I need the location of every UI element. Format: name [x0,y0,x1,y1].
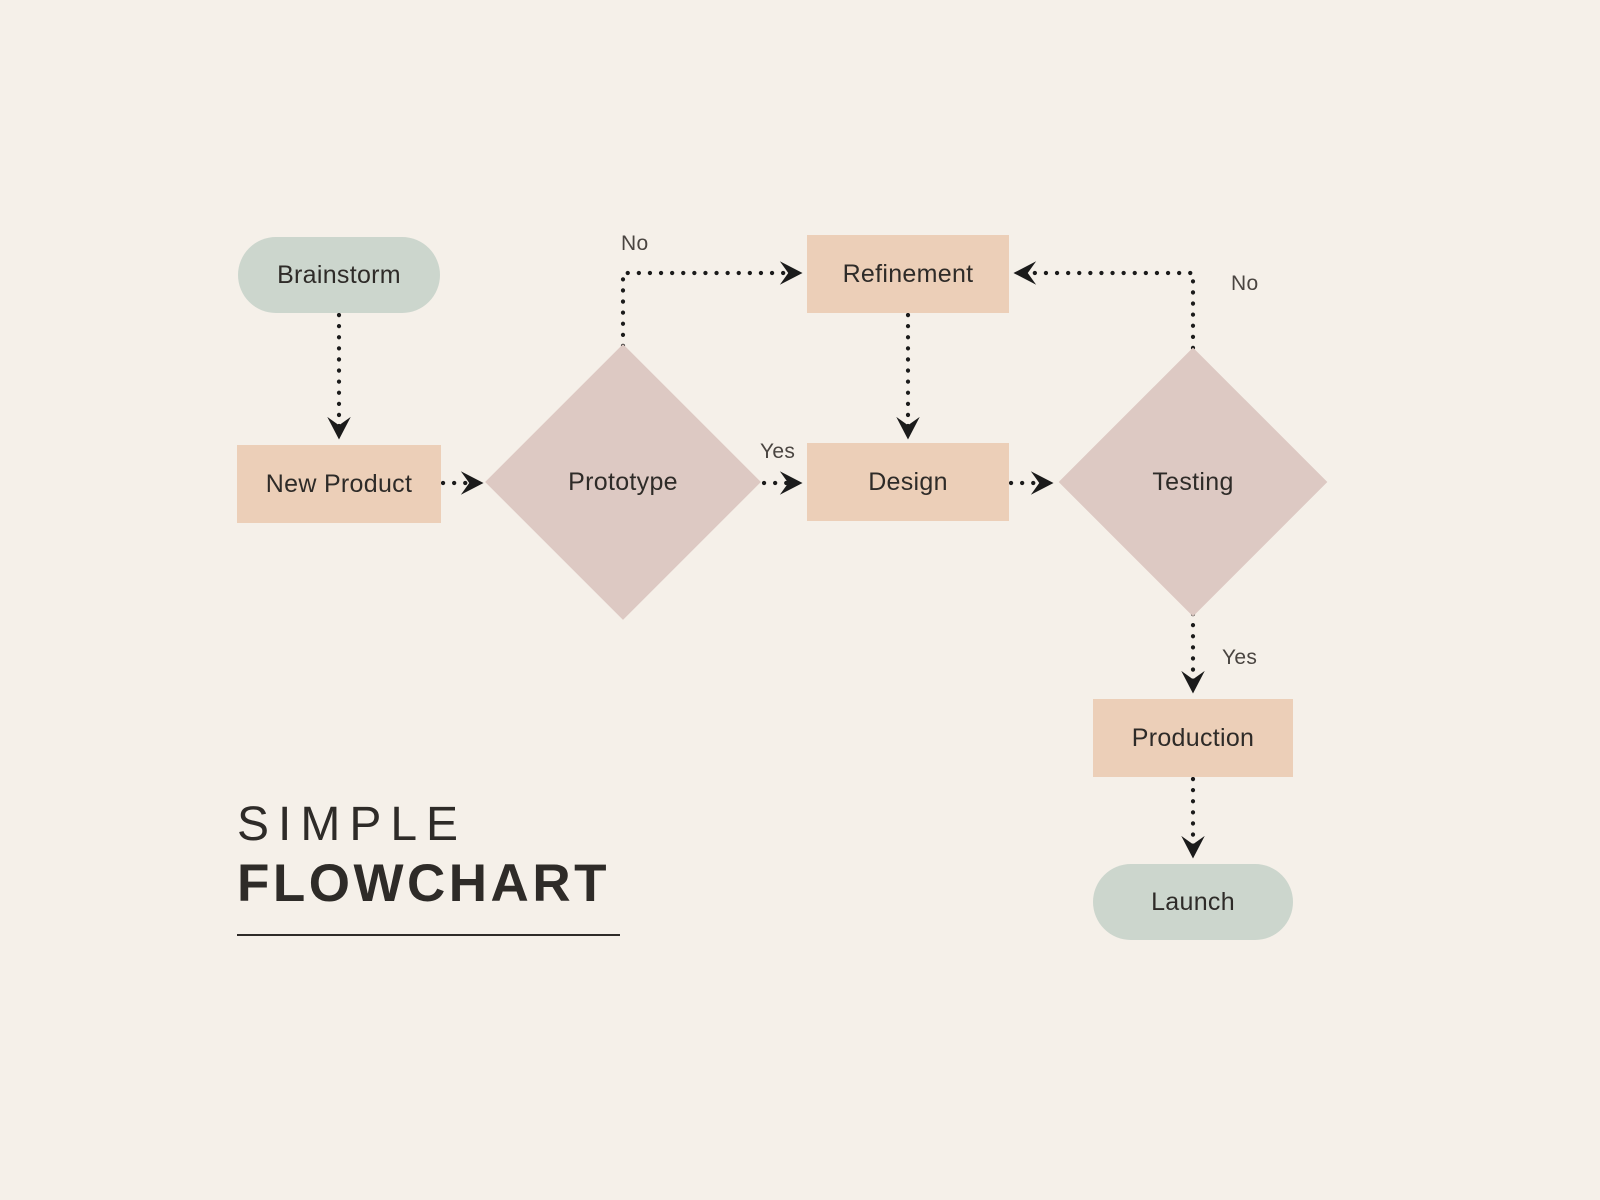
title-underline [237,934,620,937]
title-block: SIMPLE FLOWCHART [237,798,667,937]
node-new-product[interactable]: New Product [237,445,441,523]
node-prototype[interactable]: Prototype [485,344,761,620]
edge-label-prototype-no: No [621,232,649,255]
node-label-testing: Testing [1152,467,1234,496]
node-design[interactable]: Design [807,443,1009,521]
node-label-design: Design [868,467,948,496]
edge-label-testing-yes: Yes [1222,646,1258,669]
node-production[interactable]: Production [1093,699,1293,777]
edge-label-prototype-yes: Yes [760,440,796,463]
node-label-brainstorm: Brainstorm [277,260,401,289]
node-brainstorm[interactable]: Brainstorm [238,237,440,313]
node-label-prototype: Prototype [568,467,678,496]
node-launch[interactable]: Launch [1093,864,1293,940]
node-label-refinement: Refinement [842,259,974,288]
edge-prototype-refinement-no [620,261,803,349]
edge-label-testing-no: No [1231,272,1259,295]
node-label-launch: Launch [1151,887,1235,916]
edge-testing-refinement-no [1013,261,1196,351]
node-label-production: Production [1131,723,1255,752]
page-title-line-2: FLOWCHART [237,854,610,914]
node-refinement[interactable]: Refinement [807,235,1009,313]
page-title-line-1: SIMPLE [237,798,468,851]
node-testing[interactable]: Testing [1058,347,1328,617]
node-label-new-product: New Product [265,469,413,498]
